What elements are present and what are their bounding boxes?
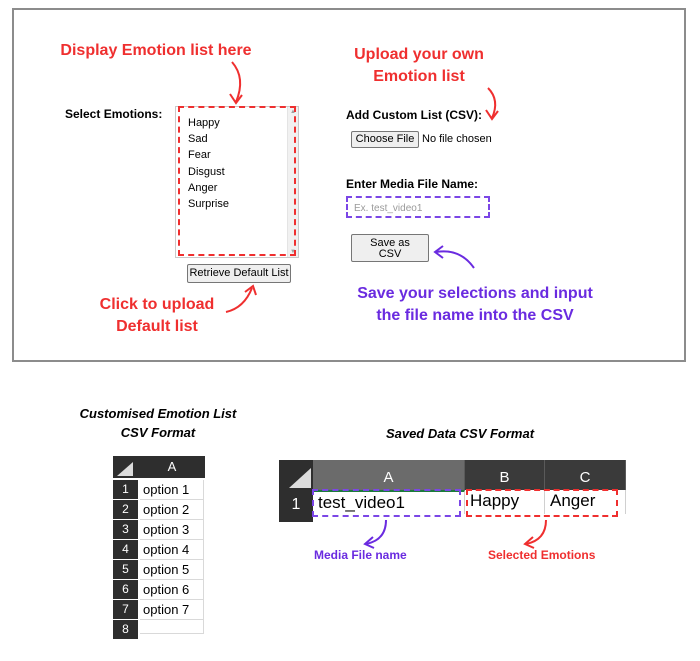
annotation-text: Display Emotion list here [60,42,252,59]
custom-list-spreadsheet: A 1 2 3 4 5 6 7 8 option 1 option 2 opti… [113,456,205,639]
table-cell[interactable]: Happy [465,490,545,514]
table-cell[interactable]: option 6 [140,580,204,600]
annotation-upload-own: Upload your own Emotion list [342,44,496,88]
annotation-text: Click to upload [99,296,215,313]
table-cell[interactable]: option 4 [140,540,204,560]
file-status-text: No file chosen [422,133,492,145]
column-header: A [313,460,465,490]
annotation-save-selections: Save your selections and input the file … [330,283,620,327]
table-cell[interactable]: option 5 [140,560,204,580]
table-cell[interactable]: option 2 [140,500,204,520]
save-button-label: Save as [370,237,410,249]
save-as-csv-button[interactable]: Save as CSV [351,234,429,262]
listbox-scrollbar[interactable]: ▲ ▼ [287,107,298,257]
emotion-option[interactable]: Anger [188,181,218,194]
emotion-listbox[interactable] [175,106,299,258]
row-number: 3 [113,520,138,539]
column-header: B [465,460,545,490]
arrow-down-icon [485,87,499,121]
caption-text: Customised Emotion List [79,406,237,421]
table-cell[interactable]: option 7 [140,600,204,620]
arrow-up-right-icon [225,284,257,313]
table-cell[interactable]: test_video1 [313,490,465,514]
annotation-click-upload: Click to upload Default list [82,294,232,338]
arrow-left-icon [433,245,475,269]
annotation-text: Upload your own [354,46,484,63]
row-number: 6 [113,580,138,599]
column-header: A [167,459,177,474]
annotation-text: Save your selections and input [357,285,593,302]
emotion-list[interactable]: Happy Sad Fear Disgust Anger Surprise [188,115,229,212]
selected-emotions-highlight [466,489,618,517]
row-number: 7 [113,600,138,619]
add-custom-list-label: Add Custom List (CSV): [346,108,482,122]
emotion-option[interactable]: Happy [188,117,220,129]
media-file-highlight [312,489,461,517]
annotation-text: the file name into the CSV [376,307,574,324]
row-number: 1 [113,480,138,499]
annotation-display-list: Display Emotion list here [56,40,256,62]
select-all-icon [117,462,133,476]
caption-text: CSV Format [120,425,196,440]
table-cell[interactable]: option 3 [140,520,204,540]
choose-file-button[interactable]: Choose File [351,131,419,148]
select-emotions-label: Select Emotions: [65,107,163,121]
arrow-down-left-icon [363,519,387,549]
saved-data-caption: Saved Data CSV Format [385,426,535,441]
media-file-name-input[interactable]: Ex. test_video1 [346,196,490,218]
annotation-text: Emotion list [373,68,465,85]
row-number: 1 [279,490,313,522]
row-number: 5 [113,560,138,579]
scroll-down-icon[interactable]: ▼ [290,249,296,255]
emotion-option[interactable]: Surprise [188,197,229,210]
saved-data-spreadsheet: A B C 1 test_video1 Happy Anger [279,460,626,522]
arrow-down-left-icon [523,519,547,549]
table-cell[interactable]: Anger [545,490,626,514]
table-cell[interactable]: option 1 [140,480,204,500]
emotion-app-panel [12,8,686,362]
emotion-option[interactable]: Fear [188,149,211,162]
retrieve-default-list-button[interactable]: Retrieve Default List [187,264,291,283]
row-number: 4 [113,540,138,559]
emotion-option[interactable]: Sad [188,133,208,146]
sheet-header-row [113,456,205,478]
save-button-label: CSV [378,248,402,260]
media-file-name-label: Enter Media File Name: [346,177,479,191]
annotation-media-file-name: Media File name [314,548,407,562]
emotion-option[interactable]: Disgust [188,165,225,178]
table-cell[interactable] [140,620,204,634]
row-number: 2 [113,500,138,519]
column-header: C [545,460,626,490]
annotation-selected-emotions: Selected Emotions [488,548,596,562]
scroll-up-icon[interactable]: ▲ [290,109,296,115]
row-number: 8 [113,620,138,639]
custom-list-caption: Customised Emotion List CSV Format [70,404,246,442]
annotation-text: Default list [116,318,198,335]
select-all-icon [289,468,311,488]
arrow-down-icon [229,61,243,105]
